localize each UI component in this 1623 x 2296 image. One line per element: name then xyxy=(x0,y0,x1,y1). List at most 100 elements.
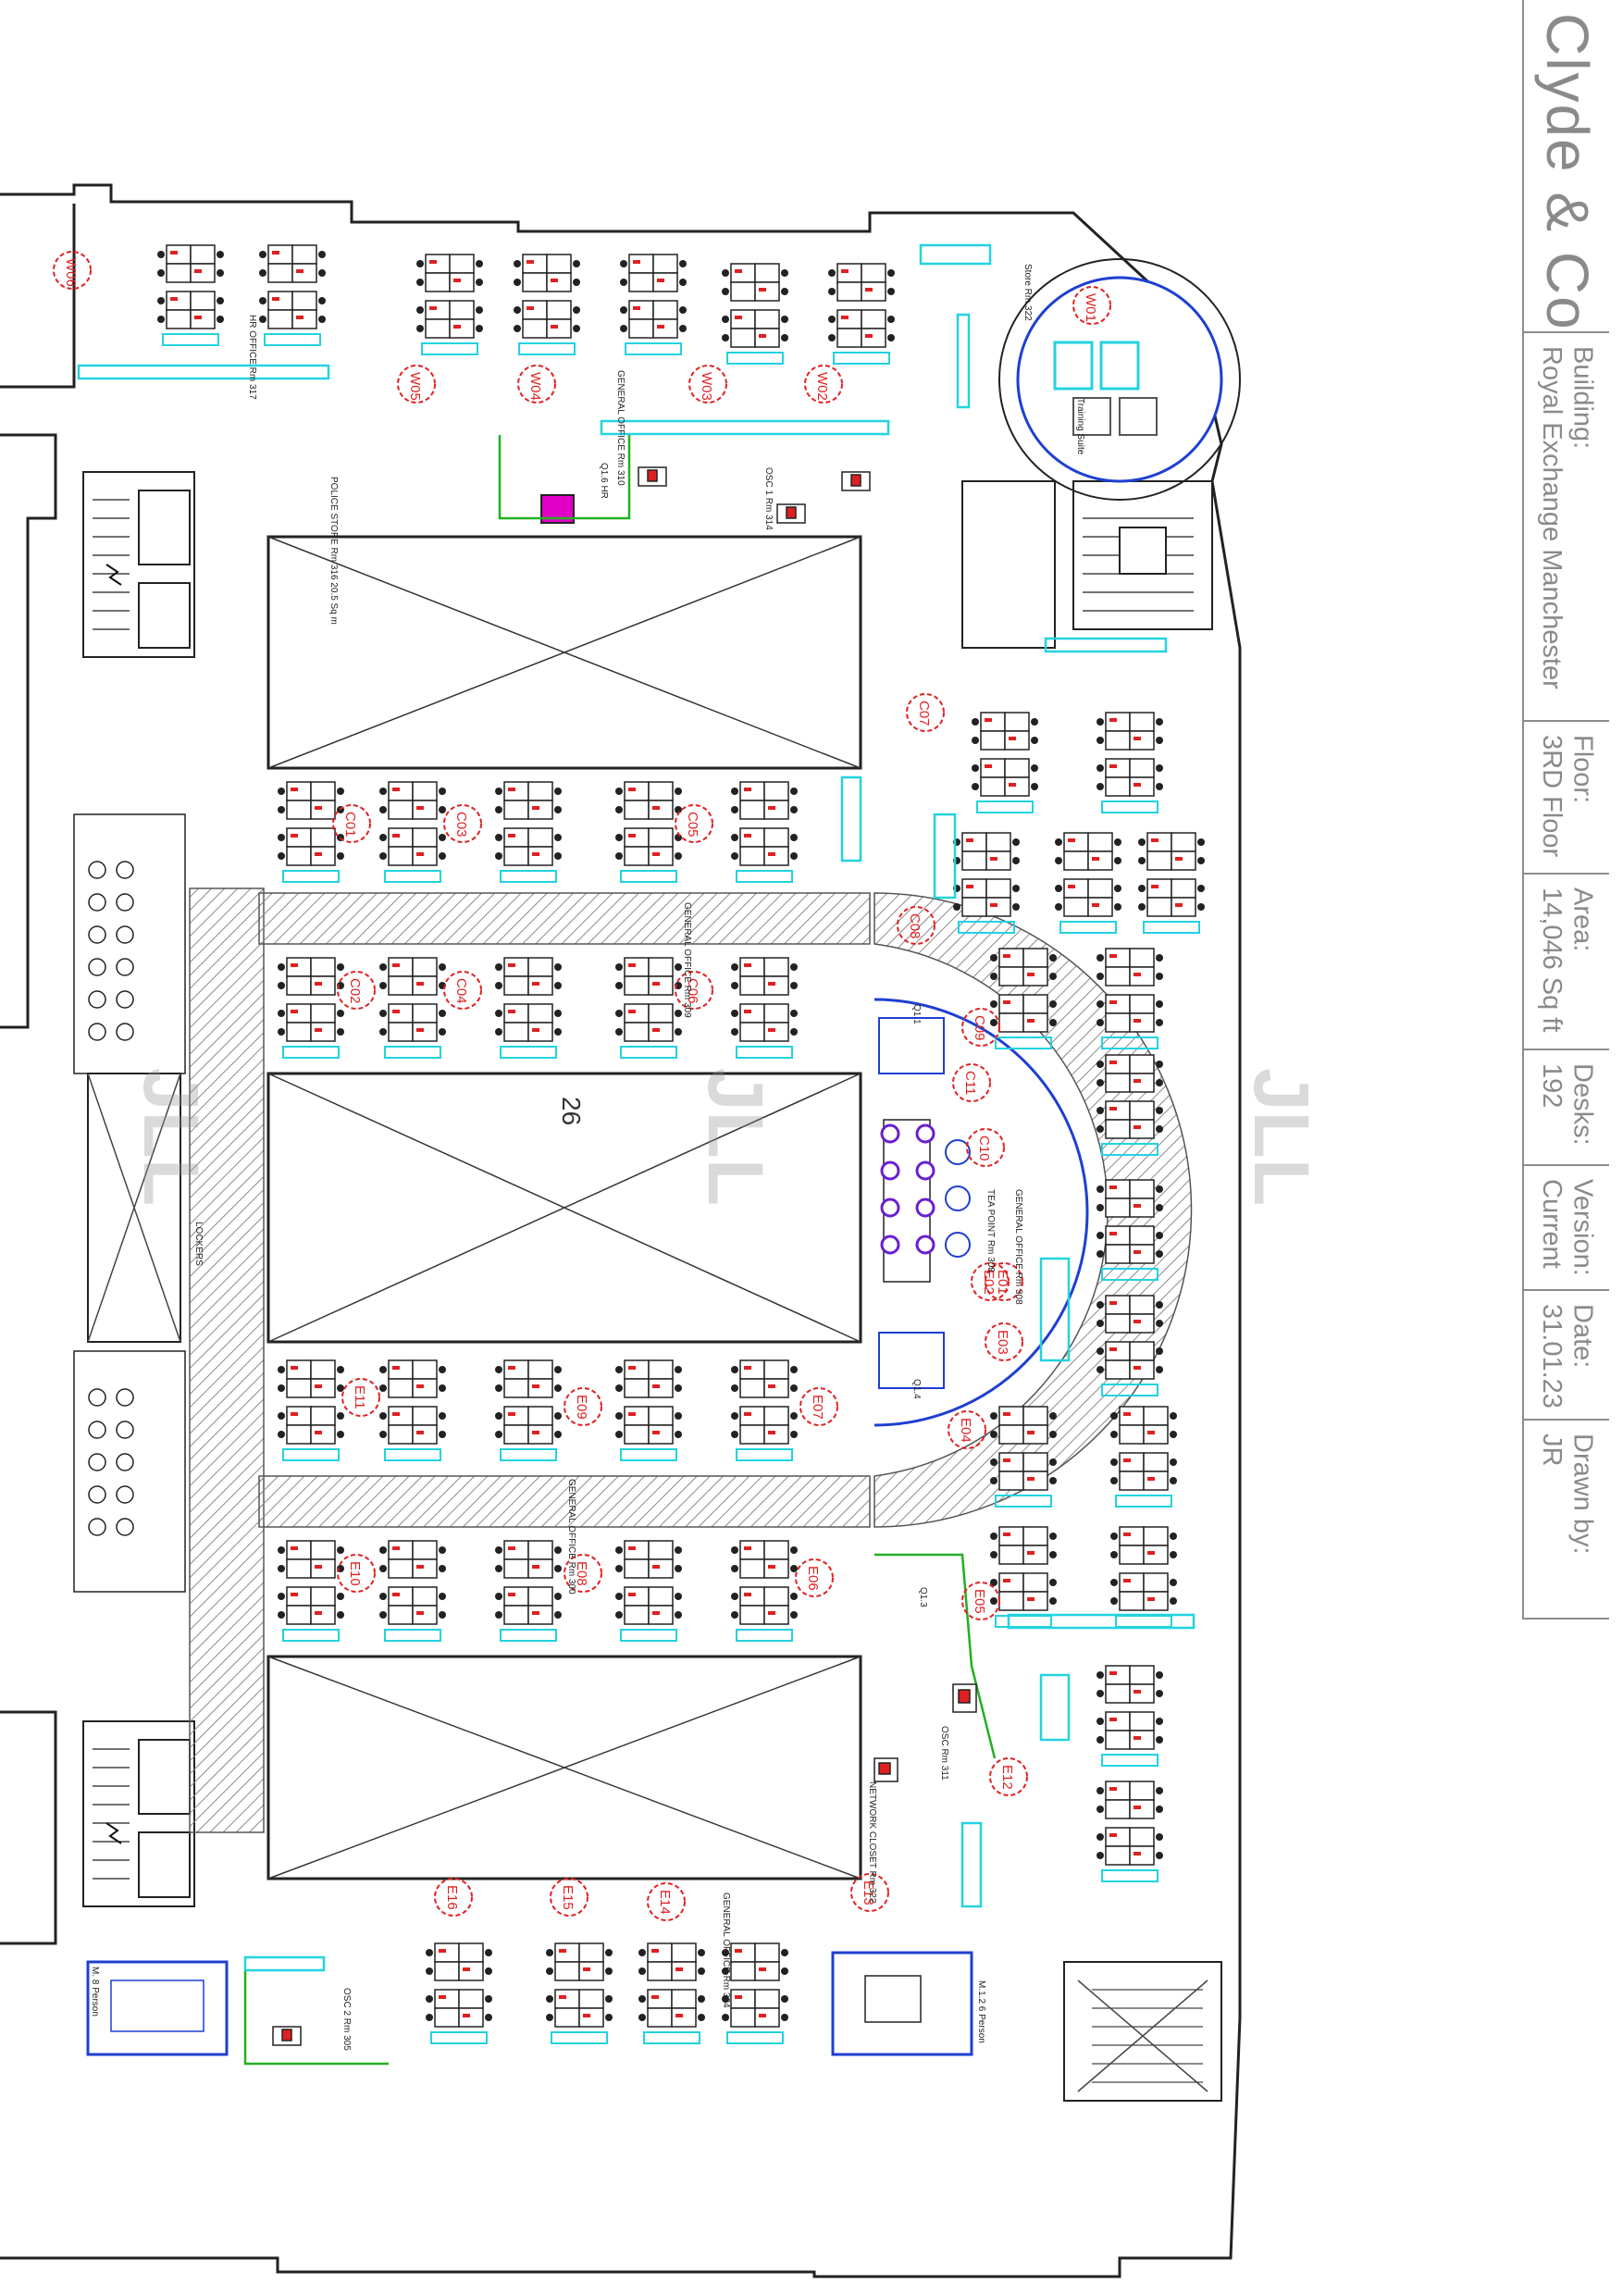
atrium-top xyxy=(266,535,862,770)
room-labels: HR OFFICE Rm 317 GENERAL OFFICE Rm 310 S… xyxy=(90,264,1085,2051)
zone-circle xyxy=(564,1554,602,1593)
watermark-center: JLL xyxy=(692,1067,780,1207)
zone-code: E05 xyxy=(972,1589,987,1614)
zone-code: E02 xyxy=(981,1270,997,1295)
zone-circle xyxy=(517,365,556,403)
room-label-police-store: POLICE STORE Rm 316 20.5 Sq m xyxy=(328,477,339,625)
zone-c10: C10 xyxy=(966,1128,1005,1167)
zone-circle xyxy=(804,365,843,403)
zone-e05: E05 xyxy=(961,1582,1000,1620)
zone-e11: E11 xyxy=(341,1378,380,1417)
zone-w06: W06 xyxy=(53,251,92,290)
atrium-number: 26 xyxy=(557,1097,586,1125)
zone-circle xyxy=(675,971,713,1010)
tea-point-area xyxy=(873,998,1089,1427)
zone-circle xyxy=(961,1008,1000,1047)
title-building: Building:Royal Exchange Manchester xyxy=(1524,333,1609,722)
zone-circle xyxy=(799,1387,838,1426)
zone-e03: E03 xyxy=(985,1322,1023,1361)
room-label-q13: Q1.3 xyxy=(918,1587,928,1607)
zone-code: E06 xyxy=(805,1566,821,1591)
title-brand: Clyde & Co xyxy=(1524,0,1609,333)
zone-code: C09 xyxy=(972,1015,987,1041)
zone-circle xyxy=(434,1878,473,1917)
version-label: Version: xyxy=(1567,1179,1598,1276)
room-label-general-office-top: GENERAL OFFICE Rm 310 xyxy=(615,370,626,486)
zone-c05: C05 xyxy=(675,804,713,843)
zone-code: C06 xyxy=(685,978,700,1004)
zone-code: C10 xyxy=(976,1136,992,1161)
date-label: Date: xyxy=(1567,1304,1598,1369)
room-label-general-office-bottom: GENERAL OFFICE Rm 304 xyxy=(721,1893,731,2008)
zone-circle xyxy=(675,804,713,843)
zone-circle xyxy=(443,971,482,1010)
cyan-desk-rows xyxy=(77,243,1196,1972)
zone-code: W01 xyxy=(1083,293,1098,322)
zone-code: E09 xyxy=(574,1395,589,1420)
toilet-block-bottom xyxy=(73,1350,186,1593)
zone-e10: E10 xyxy=(337,1554,376,1593)
core-left-top xyxy=(82,471,195,658)
lockers-block xyxy=(87,1073,181,1343)
title-floor: Floor:3RD Floor xyxy=(1524,722,1609,875)
zone-circle xyxy=(897,906,935,945)
watermark-right: JLL xyxy=(1238,1067,1326,1207)
zone-c02: C02 xyxy=(337,971,376,1010)
zone-circle xyxy=(1072,286,1111,325)
zone-e16: E16 xyxy=(434,1878,473,1917)
zone-c01: C01 xyxy=(332,804,371,843)
zone-code: E11 xyxy=(352,1385,367,1409)
desks-value: 192 xyxy=(1537,1063,1567,1109)
zone-e08: E08 xyxy=(564,1554,602,1593)
zone-circle xyxy=(53,251,92,290)
zone-code: C04 xyxy=(453,978,469,1004)
zone-code: C08 xyxy=(907,913,923,939)
zone-code: E10 xyxy=(347,1561,363,1586)
zone-w03: W03 xyxy=(688,365,727,403)
hr-markers xyxy=(243,435,997,2066)
zone-e09: E09 xyxy=(564,1387,602,1426)
zone-e04: E04 xyxy=(948,1410,986,1449)
title-date: Date:31.01.23 xyxy=(1524,1291,1609,1421)
zone-e07: E07 xyxy=(799,1387,838,1426)
zone-code: W03 xyxy=(699,372,714,401)
zone-circle xyxy=(961,1582,1000,1620)
title-block: Clyde & Co Building:Royal Exchange Manch… xyxy=(1522,0,1609,1620)
zone-c06: C06 xyxy=(675,971,713,1010)
zone-w01: W01 xyxy=(1072,286,1111,325)
core-right-bottom xyxy=(1063,1961,1222,2102)
zone-code: W04 xyxy=(527,372,543,401)
zone-c07: C07 xyxy=(906,693,945,732)
room-label-tea-point: TEA POINT Rm 308 xyxy=(985,1189,996,1272)
zone-circle xyxy=(795,1558,834,1597)
zone-labels: W01W02W03W04W05W06C01C02C03C04C05C06C07C… xyxy=(53,251,1111,1921)
zone-e15: E15 xyxy=(550,1878,588,1917)
meeting-room-8person xyxy=(86,1960,229,2056)
title-drawn-by: Drawn by:JR xyxy=(1524,1421,1609,1620)
core-right-top xyxy=(961,480,1213,649)
room-label-osc1: OSC 1 Rm 314 xyxy=(763,467,774,530)
zone-circle xyxy=(341,1378,380,1417)
room-label-general-office-e: GENERAL OFFICE Rm 308 xyxy=(1013,1189,1023,1305)
floor-label: Floor: xyxy=(1567,735,1598,804)
room-label-general-office-mid: GENERAL OFFICE Rm 300 xyxy=(566,1479,576,1595)
top-desk-clusters xyxy=(157,245,895,364)
zone-code: C03 xyxy=(453,812,469,838)
date-value: 31.01.23 xyxy=(1537,1304,1567,1409)
zone-code: E15 xyxy=(560,1885,576,1910)
meeting-room-m12 xyxy=(831,1951,973,2056)
room-label-m12: M.1.2 6 Person xyxy=(976,1980,986,2043)
room-label-osc2: OSC 2 Rm 305 xyxy=(341,1988,352,2051)
brand-name: Clyde & Co xyxy=(1533,13,1601,331)
zone-circle xyxy=(948,1410,986,1449)
zone-code: E13 xyxy=(861,1880,876,1905)
zone-code: E16 xyxy=(444,1885,460,1910)
room-label-m8: M. 8 Person xyxy=(90,1967,100,2017)
zone-e01: E01 xyxy=(985,1262,1023,1301)
zone-code: C11 xyxy=(962,1071,978,1095)
zone-circle xyxy=(647,1882,686,1921)
zone-c08: C08 xyxy=(897,906,935,945)
equipment-icons xyxy=(272,466,977,2046)
zone-circle xyxy=(952,1063,991,1102)
building-label: Building: xyxy=(1567,346,1598,450)
